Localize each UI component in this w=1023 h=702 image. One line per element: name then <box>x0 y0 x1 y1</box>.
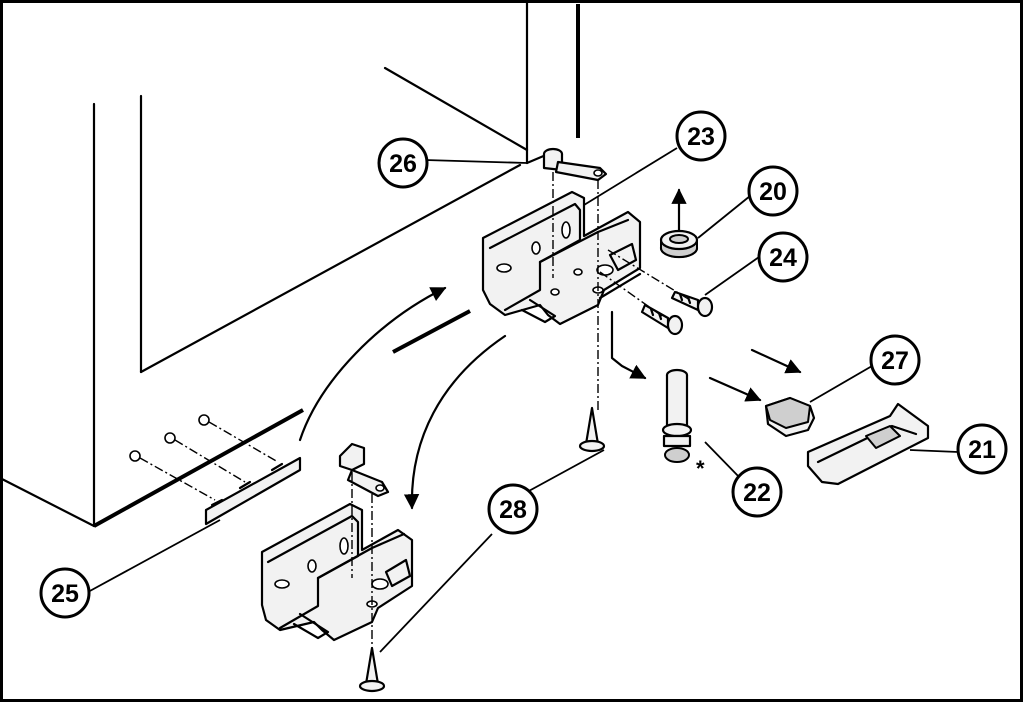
callout-22: 22 <box>731 466 783 518</box>
callout-26: 26 <box>377 137 429 189</box>
asterisk-mark: * <box>696 456 705 481</box>
callout-25-label: 25 <box>51 580 79 608</box>
callout-20-label: 20 <box>759 178 787 206</box>
screw-28-bottom <box>358 646 386 693</box>
hinge-pin-lower <box>338 442 390 498</box>
hinge-pin-upper <box>542 147 608 182</box>
callout-23: 23 <box>675 110 727 162</box>
callout-23-label: 23 <box>687 123 715 151</box>
callout-27-label: 27 <box>881 347 909 375</box>
handle-cover <box>806 402 930 486</box>
callout-28-label: 28 <box>499 496 527 524</box>
cover-cap <box>659 229 699 259</box>
upper-hinge-bracket <box>481 190 642 326</box>
screw-a <box>670 290 714 318</box>
adjustable-foot <box>661 368 693 463</box>
callout-26-label: 26 <box>389 150 417 178</box>
callout-28: 28 <box>487 483 539 535</box>
cover-plate <box>204 456 302 526</box>
callout-21-label: 21 <box>968 436 996 464</box>
lower-hinge-bracket <box>260 502 414 642</box>
callout-22-label: 22 <box>743 479 771 507</box>
callout-24: 24 <box>757 231 809 283</box>
cabinet <box>0 0 580 528</box>
callout-20: 20 <box>747 165 799 217</box>
callout-21: 21 <box>956 423 1008 475</box>
callout-24-label: 24 <box>769 244 797 272</box>
small-cap <box>764 396 816 438</box>
callout-27: 27 <box>869 334 921 386</box>
screw-b <box>640 303 684 336</box>
screw-28-top <box>578 406 606 453</box>
callout-25: 25 <box>39 567 91 619</box>
